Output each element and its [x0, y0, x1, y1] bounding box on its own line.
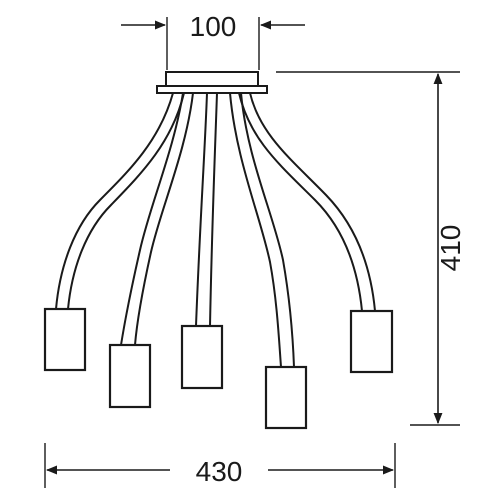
arm-right-outer	[229, 92, 282, 368]
arm-center-outer	[195, 92, 208, 327]
arm-center-inner	[209, 92, 218, 327]
socket-left	[108, 343, 152, 409]
socket-right	[264, 365, 308, 430]
lamp-sockets	[43, 307, 394, 430]
socket-far-left	[43, 307, 87, 372]
canopy-body	[165, 71, 259, 87]
arm-left-outer	[120, 92, 184, 346]
lamp-arms	[55, 92, 376, 368]
socket-center	[180, 324, 224, 390]
bottom-width-label: 430	[196, 456, 243, 487]
socket-far-right	[349, 309, 394, 374]
dimension-bottom-width: 430	[44, 443, 396, 488]
arm-left-inner	[134, 92, 194, 346]
canopy-rim	[156, 85, 268, 94]
dimension-height: 410	[276, 71, 466, 426]
top-width-label: 100	[190, 11, 237, 42]
ceiling-canopy	[156, 71, 268, 94]
arm-far-right-inner	[249, 92, 376, 312]
arm-far-right-outer	[238, 92, 363, 312]
dimension-top-width: 100	[121, 11, 305, 70]
arm-right-inner	[240, 92, 295, 368]
arm-far-left-inner	[67, 92, 185, 310]
height-label: 410	[435, 225, 466, 272]
arm-far-left-outer	[55, 92, 174, 310]
